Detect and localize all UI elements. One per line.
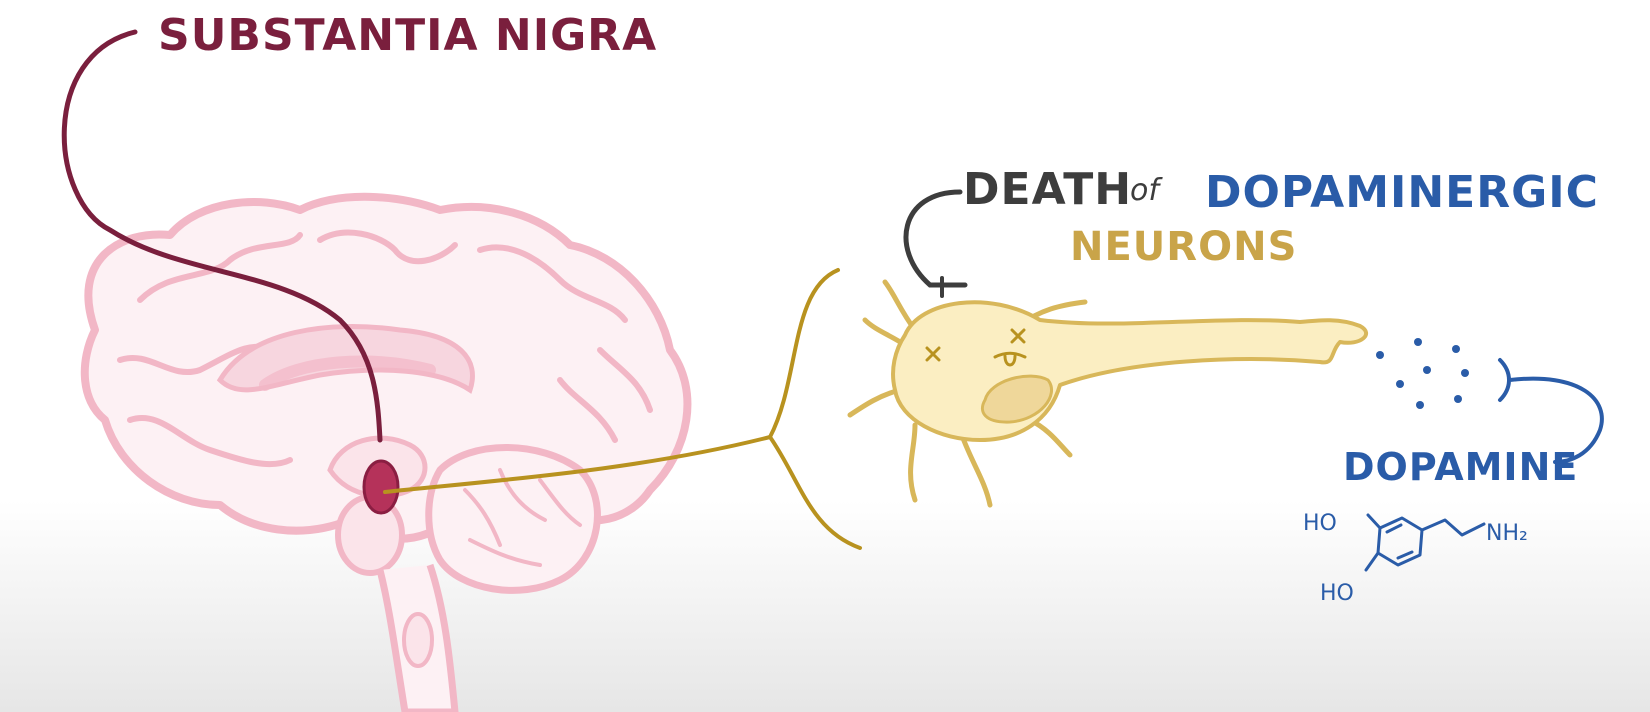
dopamine-dot [1454,395,1462,403]
dopamine-dot [1423,366,1431,374]
neuron-dead-eyes [925,328,1026,362]
lateral-ventricle [259,355,436,391]
dopamine-molecules [1376,338,1469,409]
substantia-nigra-spot [362,459,400,515]
hydroxyl-top-label: HO [1303,511,1337,536]
cerebellum-folia [463,468,582,567]
neuron-mouth [993,351,1027,367]
dopamine-dot [1396,380,1404,388]
brain-illustration [80,192,692,712]
dopaminergic-neuron [847,279,1368,508]
of-label: of [1130,173,1163,208]
substantia-nigra-label: SUBSTANTIA NIGRA [158,10,657,61]
dopamine-dot [1461,369,1469,377]
dopamine-dot [1452,345,1460,353]
neurons-label: NEURONS [1070,224,1297,270]
dopamine-label: DOPAMINE [1343,445,1578,489]
dopamine-dot [1414,338,1422,346]
dopamine-dot [1416,401,1424,409]
medulla-detail [402,612,434,668]
hydroxyl-bottom-label: HO [1320,581,1354,606]
dopamine-dot [1376,351,1384,359]
brain-gyri [117,229,653,468]
benzene-inner-bonds [1385,523,1414,560]
neuron-dendrites [847,279,1088,508]
amine-label: NH₂ [1486,521,1528,546]
death-label-bracket [903,189,968,288]
dopamine-label-bracket [1498,358,1604,464]
neuron-zoom-bracket [767,268,862,550]
death-label: DEATH [963,164,1132,215]
hydroxyl-bonds [1364,513,1382,572]
nigra-projection-line [383,435,772,494]
neuron-nucleus [980,374,1054,424]
substantia-nigra-pointer [61,29,383,443]
dopamine-structure [1364,513,1486,572]
side-chain-bonds [1420,518,1486,537]
neuron-body [891,300,1368,442]
dopaminergic-label: DOPAMINERGIC [1205,167,1599,218]
